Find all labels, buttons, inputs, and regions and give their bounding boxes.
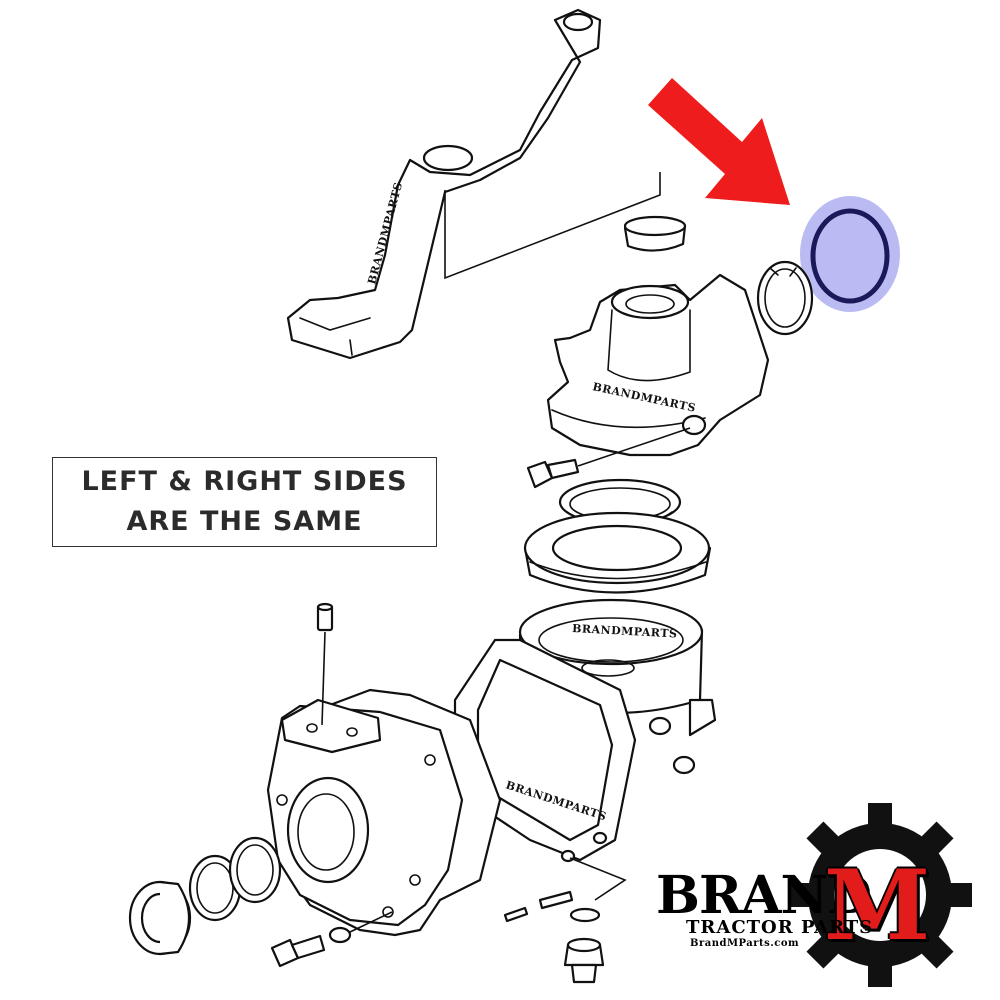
- dowel-pin: [316, 602, 334, 726]
- oil-seal: [128, 880, 192, 956]
- retaining-rings: [188, 836, 282, 922]
- note-box: LEFT & RIGHT SIDES ARE THE SAME: [52, 457, 437, 547]
- bushing: [623, 215, 687, 252]
- logo-brand-word: BRAND: [656, 865, 872, 926]
- logo-tagline: TRACTOR PARTS: [686, 917, 874, 938]
- highlighted-o-ring: [800, 196, 900, 312]
- brand-logo: BRAND M TRACTOR PARTS BrandMParts.com: [656, 858, 956, 958]
- logo-url: BrandMParts.com: [690, 938, 800, 949]
- lower-housing: BRANDMPARTS: [453, 638, 637, 901]
- logo-letter-m: M: [824, 849, 931, 962]
- upper-housing: BRANDMPARTS: [546, 273, 770, 457]
- snap-ring: [756, 260, 814, 336]
- drain-plug: [563, 937, 605, 984]
- logo-gear: [788, 803, 972, 987]
- bearing-seal: [523, 511, 712, 594]
- note-line-2: ARE THE SAME: [126, 506, 363, 537]
- red-arrow: [648, 78, 790, 205]
- bottom-bolt: [270, 911, 393, 968]
- note-line-1: LEFT & RIGHT SIDES: [81, 466, 408, 497]
- small-pins: [503, 890, 601, 923]
- watermark-bearing-housing: BRANDMPARTS: [572, 622, 678, 640]
- left-housing: [266, 688, 502, 937]
- housing-bolt: [526, 427, 691, 489]
